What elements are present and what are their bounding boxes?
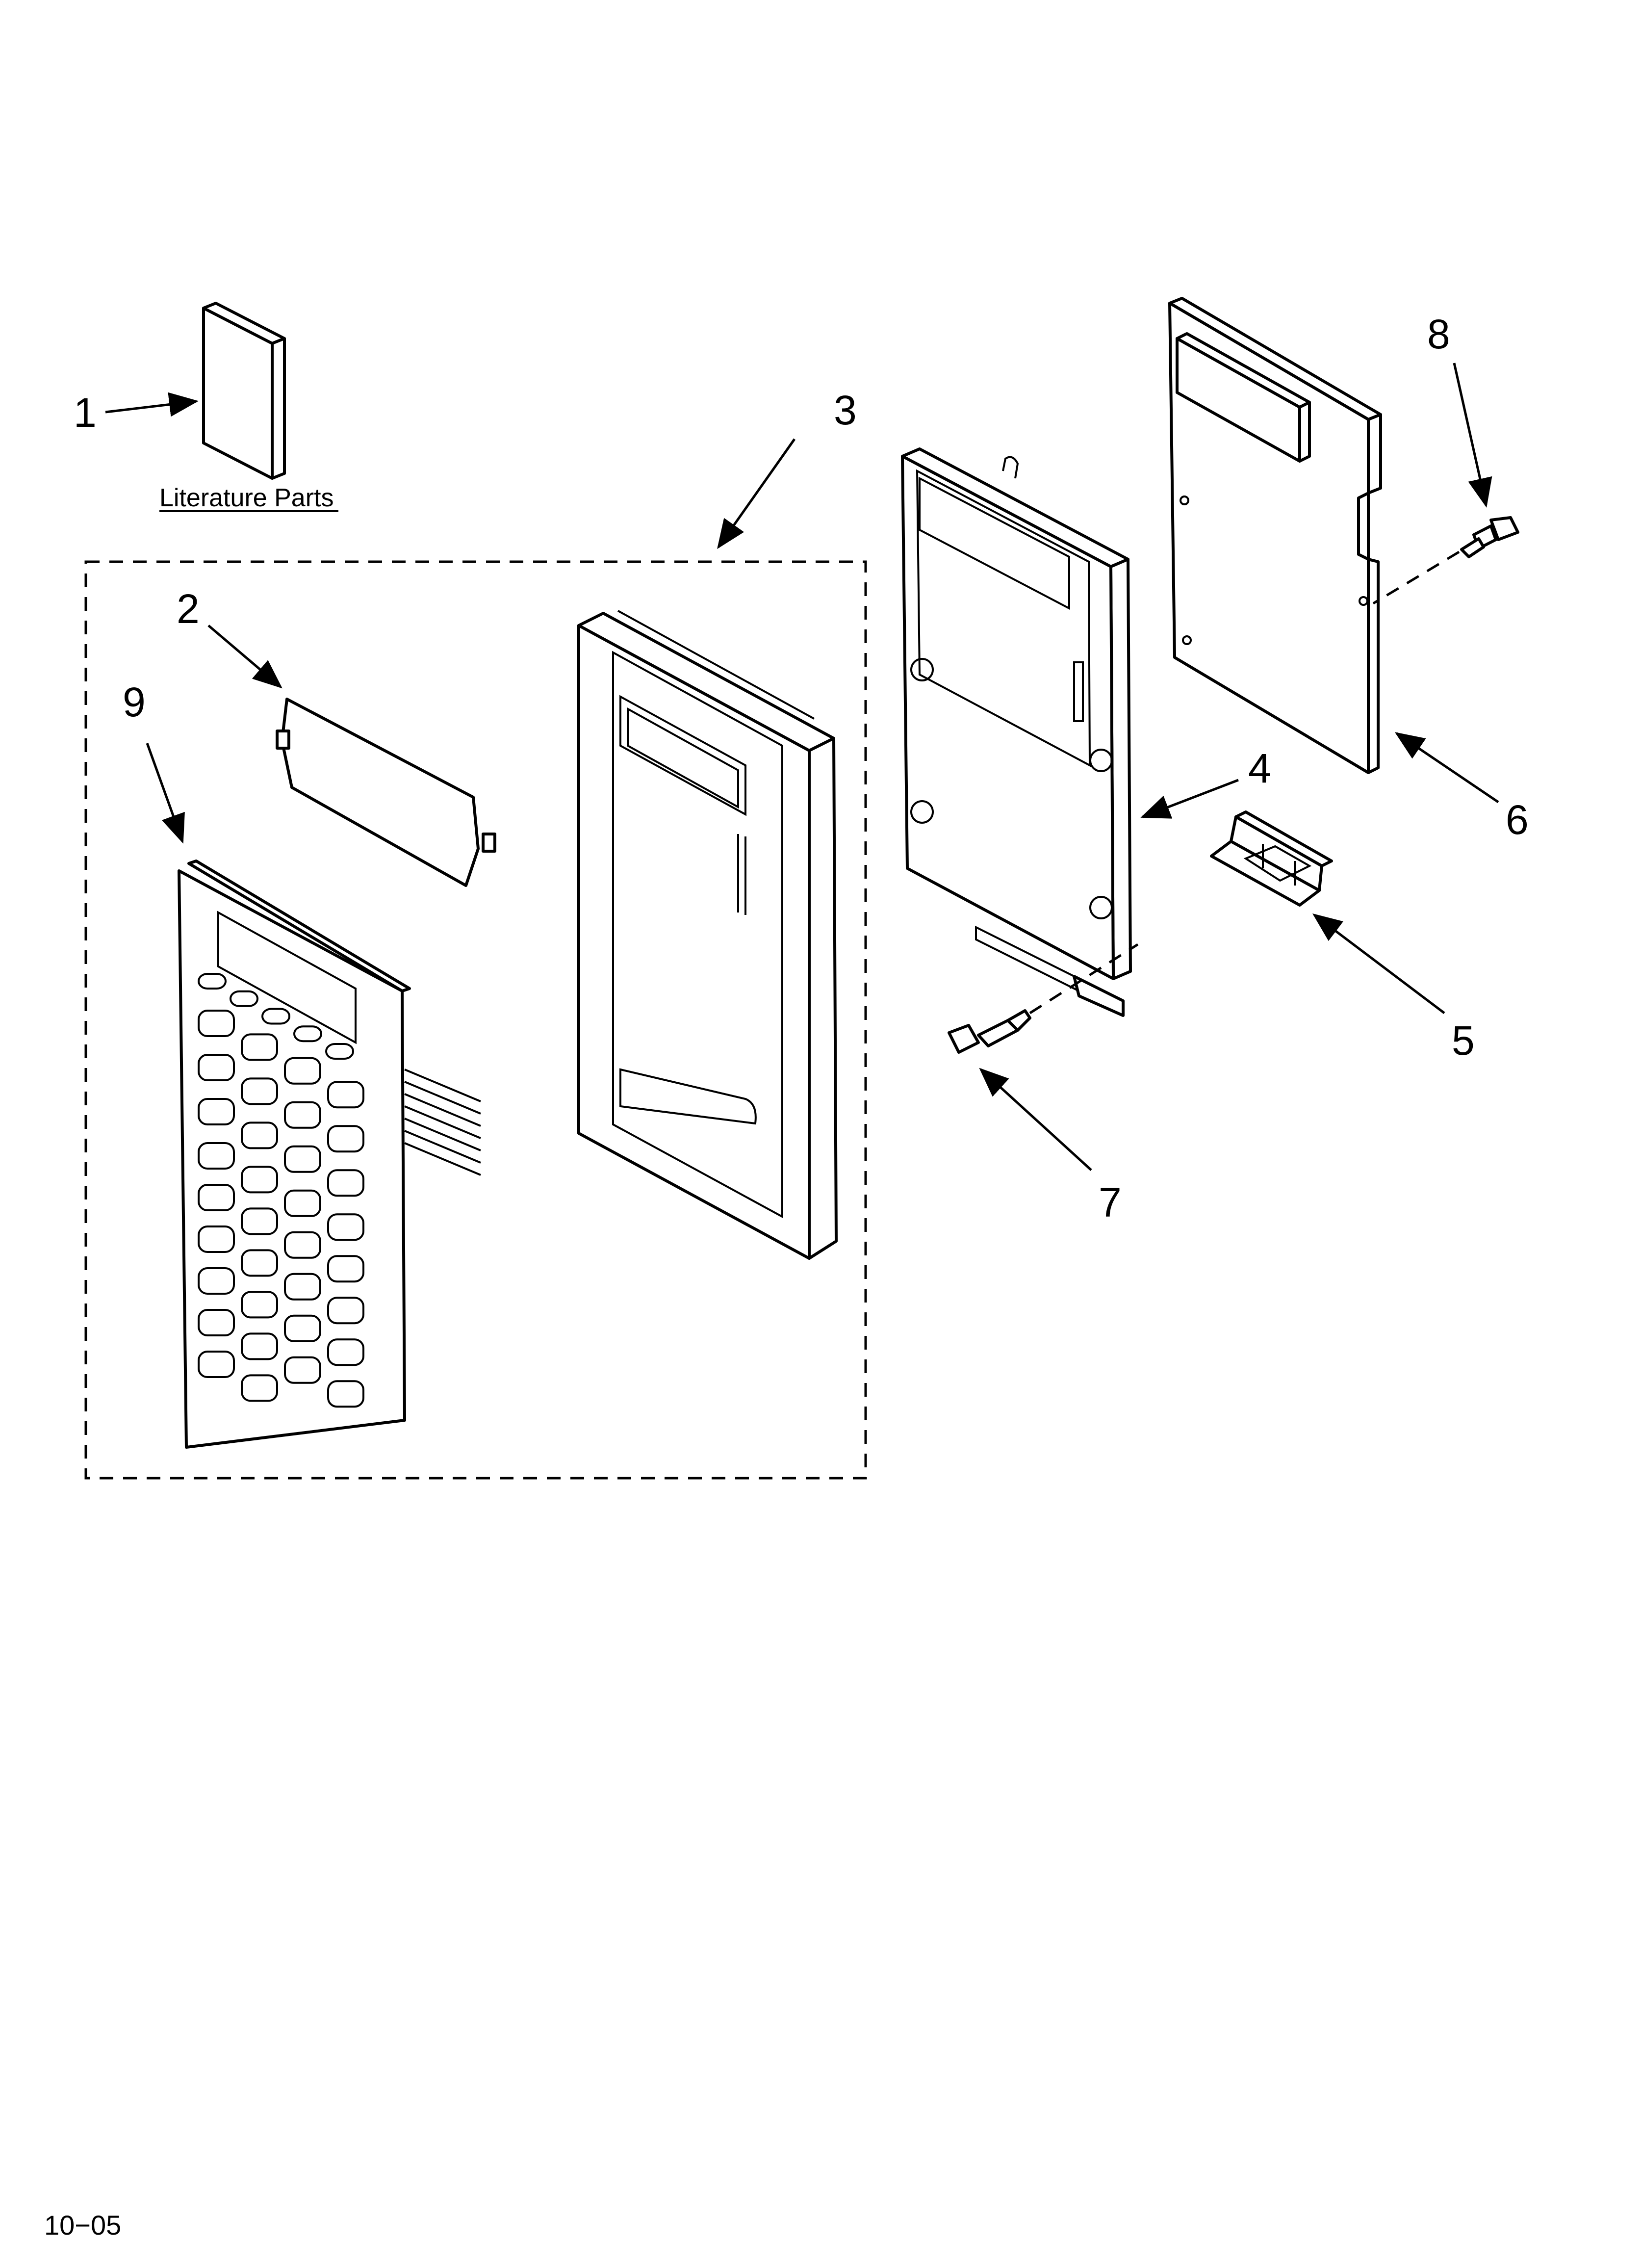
keypad-button [241, 1374, 278, 1402]
board-screw [1460, 516, 1519, 558]
keypad-button [198, 973, 227, 990]
keypad-button [327, 1213, 364, 1241]
callout-7: 7 [1099, 1179, 1122, 1225]
keypad-button [325, 1043, 354, 1060]
flex-ribbon-cable [404, 1069, 481, 1176]
keypad-button [284, 1273, 321, 1301]
keypad-button [241, 1332, 278, 1360]
keypad-button [327, 1169, 364, 1197]
keypad-button [293, 1025, 322, 1043]
board-bracket-clip [1210, 810, 1333, 907]
keypad-button [198, 1098, 235, 1125]
keypad-button [284, 1314, 321, 1342]
keypad-button [230, 990, 258, 1007]
callout-4: 4 [1248, 745, 1271, 791]
leader-3 [717, 438, 796, 549]
keypad-button [327, 1125, 364, 1153]
leader-2 [207, 625, 282, 689]
callout-5: 5 [1452, 1017, 1475, 1064]
keypad-membrane [178, 860, 481, 1449]
keypad-button [241, 1249, 278, 1277]
callout-2: 2 [177, 586, 200, 632]
keypad-button [241, 1207, 278, 1235]
keypad-button [284, 1057, 321, 1085]
callout-8: 8 [1427, 311, 1450, 357]
leader-7 [979, 1068, 1092, 1171]
keypad-button [284, 1189, 321, 1217]
callout-3: 3 [834, 387, 857, 433]
keypad-button [284, 1356, 321, 1384]
callout-9: 9 [123, 679, 146, 725]
keypad-button [241, 1077, 278, 1105]
keypad-button [284, 1101, 321, 1129]
literature-parts-label: Literature Parts [159, 484, 334, 512]
keypad-button [241, 1166, 278, 1194]
keypad-button [241, 1291, 278, 1319]
leader-6 [1394, 732, 1499, 804]
keypad-button [284, 1145, 321, 1173]
leader-8 [1453, 363, 1492, 508]
keypad-button [327, 1255, 364, 1283]
callout-1: 1 [74, 390, 97, 436]
keypad-button [198, 1225, 235, 1253]
display-window [276, 698, 496, 887]
keypad-button [327, 1380, 364, 1408]
keypad-button [198, 1054, 235, 1081]
screw-7-alignment-line [1029, 943, 1139, 1015]
keypad-button [327, 1081, 364, 1109]
assembly-group-box [84, 560, 867, 1480]
keypad-button [198, 1267, 235, 1295]
keypad-buttons [198, 973, 364, 1408]
control-circuit-board [1168, 297, 1382, 774]
leader-4 [1140, 779, 1239, 819]
leader-5 [1312, 913, 1445, 1014]
keypad-button [327, 1338, 364, 1366]
keypad-button [261, 1008, 290, 1025]
leader-1 [105, 392, 199, 417]
keypad-button [327, 1297, 364, 1325]
screw-8-alignment-line [1372, 550, 1460, 605]
keypad-button [241, 1121, 278, 1149]
keypad-button [198, 1351, 235, 1378]
bracket-screw [948, 1009, 1031, 1054]
keypad-button [198, 1309, 235, 1336]
control-panel-frame [577, 610, 838, 1260]
callout-6: 6 [1506, 797, 1529, 843]
footer-code: 10−05 [44, 2210, 121, 2241]
keypad-button [198, 1010, 235, 1037]
keypad-button [198, 1142, 235, 1170]
control-bracket [901, 447, 1132, 1017]
keypad-button [241, 1033, 278, 1061]
leader-9 [146, 743, 185, 844]
keypad-button [198, 1184, 235, 1211]
keypad-button [284, 1231, 321, 1259]
literature-booklet [202, 302, 286, 480]
